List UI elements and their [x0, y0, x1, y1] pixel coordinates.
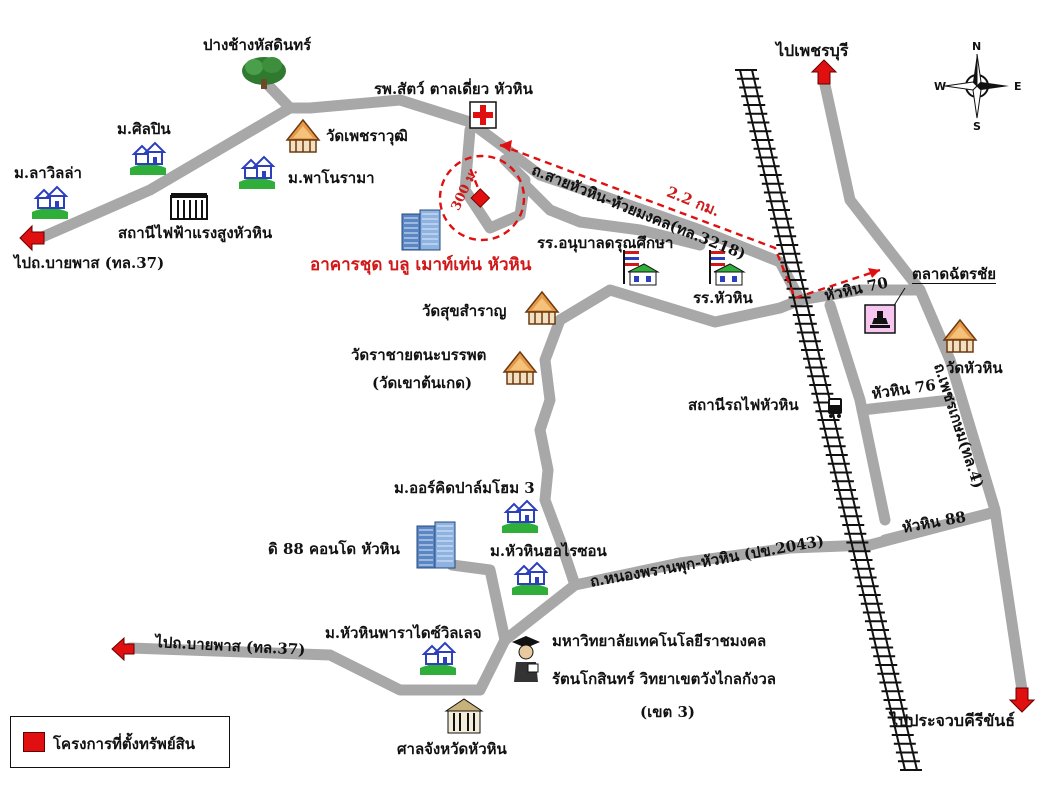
label-wat-huahin: วัดหัวหิน — [946, 359, 1003, 377]
school-flag-icon — [702, 248, 746, 288]
label-university-3: (เขต 3) — [640, 703, 695, 721]
arrow-left-icon — [111, 636, 135, 662]
road-vet-loop — [499, 142, 806, 306]
compass-w: W — [934, 80, 947, 93]
elephant-camp-tree-icon — [240, 55, 288, 91]
temple-icon — [283, 118, 323, 154]
label-to-bypass-top: ไปถ.บายพาส (ทล.37) — [14, 254, 165, 272]
label-horizon: ม.หัวหินฮอไรซอน — [490, 542, 607, 560]
court-building-icon — [444, 697, 484, 735]
road-pangchang-branch — [262, 79, 296, 114]
label-to-phetchaburi: ไปเพชรบุรี — [776, 41, 849, 60]
project-marker-icon — [470, 188, 491, 208]
label-court: ศาลจังหวัดหัวหิน — [397, 740, 507, 758]
label-project: อาคารชุด บลู เมาท์เท่น หัวหิน — [310, 255, 532, 275]
label-wat-phet: วัดเพชราวุฒิ — [326, 127, 408, 145]
label-university-1: มหาวิทยาลัยเทคโนโลยีราชมงคล — [552, 632, 767, 650]
arrow-down-icon — [1008, 687, 1036, 713]
label-pang-chang: ปางช้างหัสดินทร์ — [203, 36, 312, 54]
compass-s: S — [973, 120, 981, 133]
road-soi70 — [794, 284, 926, 306]
label-orchid: ม.ออร์คิดปาล์มโฮม 3 — [394, 479, 535, 497]
temple-icon — [522, 290, 562, 326]
label-paradise: ม.หัวหินพาราไดซ์วิลเลจ — [325, 624, 482, 642]
village-house-icon — [237, 152, 277, 190]
label-market: ตลาดฉัตรชัย — [912, 265, 997, 284]
power-substation-icon — [170, 192, 208, 220]
market-icon — [864, 304, 896, 334]
label-silapin: ม.ศิลปิน — [117, 120, 171, 138]
legend-label: โครงการที่ตั้งทรัพย์สิน — [53, 735, 196, 753]
village-house-icon — [510, 558, 550, 596]
railway — [735, 69, 922, 771]
road-bypass-bottom — [124, 634, 511, 696]
village-house-icon — [30, 182, 70, 220]
label-panorama: ม.พาโนรามา — [288, 169, 375, 187]
arrow-up-icon — [810, 59, 838, 85]
legend: โครงการที่ตั้งทรัพย์สิน — [10, 716, 230, 768]
label-to-prachuap: ไปประจวบคีรีขันธ์ — [890, 711, 1015, 730]
label-lavilla: ม.ลาวิลล่า — [14, 164, 82, 182]
label-station: สถานีรถไฟหัวหิน — [688, 396, 799, 414]
road-soi88 — [879, 506, 1001, 546]
road-3218 — [519, 179, 706, 251]
road-central — [534, 284, 806, 591]
temple-icon — [940, 318, 980, 354]
label-wat-racha: วัดราชายตนะบรรพต — [351, 346, 487, 364]
arrow-left-icon — [19, 224, 45, 252]
label-kindergarten: รร.อนุบาลดรุณศึกษา — [537, 234, 674, 252]
label-huahin-school: รร.หัวหิน — [693, 289, 753, 307]
label-vet-hospital: รพ.สัตว์ ตาลเดี่ยว หัวหิน — [374, 80, 533, 98]
road-soi76 — [856, 394, 956, 416]
compass-icon: N S W E — [934, 40, 1024, 133]
label-wat-sukh: วัดสุขสำราญ — [422, 302, 507, 320]
train-icon — [825, 396, 845, 420]
road-project-loop — [459, 124, 531, 234]
school-flag-icon — [616, 248, 660, 288]
label-university-2: รัตนโกสินทร์ วิทยาเขตวังไกลกังวล — [552, 670, 776, 688]
label-wat-khao: (วัดเขาต้นเกด) — [372, 374, 473, 392]
label-d88: ดิ 88 คอนโด หัวหิน — [268, 540, 400, 558]
graduate-icon — [508, 634, 544, 684]
compass-n: N — [972, 40, 982, 53]
road-parallel-rail — [824, 299, 891, 526]
road-horizon-branch — [446, 559, 511, 646]
condo-building-icon — [415, 520, 459, 570]
road-phetkasem — [819, 79, 1028, 696]
compass-e: E — [1014, 80, 1022, 93]
village-house-icon — [500, 496, 540, 534]
legend-swatch — [23, 732, 45, 752]
condo-building-icon — [400, 208, 444, 252]
village-house-icon — [418, 638, 458, 676]
hospital-cross-icon — [469, 101, 497, 129]
label-substation: สถานีไฟฟ้าแรงสูงหัวหิน — [118, 224, 273, 242]
village-house-icon — [128, 138, 168, 176]
temple-icon — [500, 350, 540, 386]
